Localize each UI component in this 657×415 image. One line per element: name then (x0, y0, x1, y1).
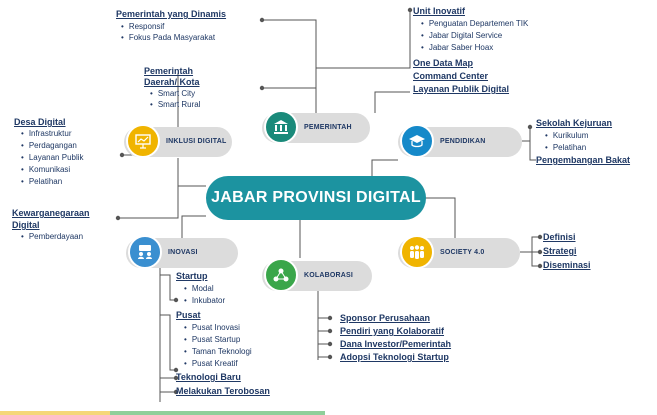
node-label: PEMERINTAH (304, 124, 352, 131)
government-building-icon (264, 110, 298, 144)
central-node: JABAR PROVINSI DIGITAL (206, 176, 426, 220)
node-inovasi: INOVASI (126, 235, 238, 269)
node-inklusi-digital: INKLUSI DIGITAL (124, 124, 232, 158)
node-label: KOLABORASI (304, 272, 354, 279)
pusat-title: Pusat (176, 310, 201, 320)
list-item: Responsif (121, 22, 165, 31)
list-item: Inkubator (184, 296, 225, 305)
node-label: INOVASI (168, 249, 198, 256)
link-dana-investor[interactable]: Dana Investor/Pemerintah (340, 339, 452, 349)
list-item: Pelatihan (545, 143, 586, 152)
list-item: Pusat Kreatif (184, 359, 238, 368)
list-item: Taman Teknologi (184, 347, 252, 356)
link-layanan-publik-digital[interactable]: Layanan Publik Digital (413, 84, 510, 94)
link-sponsor-perusahaan[interactable]: Sponsor Perusahaan (340, 313, 431, 323)
team-discussion-icon (128, 235, 162, 269)
list-item: Modal (184, 284, 214, 293)
list-item: Pelatihan (21, 177, 62, 186)
node-label: SOCIETY 4.0 (440, 249, 485, 256)
link-diseminasi[interactable]: Diseminasi (543, 260, 591, 270)
list-item: Penguatan Departemen TIK (421, 19, 528, 28)
collaboration-network-icon (264, 258, 298, 292)
link-melakukan-terobosan[interactable]: Melakukan Terobosan (176, 386, 270, 396)
graduation-cap-icon (400, 124, 434, 158)
node-label: PENDIDIKAN (440, 138, 486, 145)
list-item: Jabar Saber Hoax (421, 43, 493, 52)
list-item: Fokus Pada Masyarakat (121, 33, 215, 42)
unit-inovatif-title: Unit Inovatif (413, 6, 465, 16)
link-command-center[interactable]: Command Center (413, 71, 489, 81)
sekolah-kejuruan-title: Sekolah Kejuruan (536, 118, 613, 128)
startup-title: Startup (176, 271, 208, 281)
list-item: Pemberdayaan (21, 232, 83, 241)
link-teknologi-baru[interactable]: Teknologi Baru (176, 372, 241, 382)
link-strategi[interactable]: Strategi (543, 246, 577, 256)
footer-strip-yellow (0, 411, 110, 415)
pemerintah-daerah-title-line1: Pemerintah (144, 66, 194, 76)
kewarganegaraan-title-line2: Digital (12, 220, 40, 230)
node-label: INKLUSI DIGITAL (166, 138, 227, 145)
link-one-data-map[interactable]: One Data Map (413, 58, 474, 68)
list-item: Jabar Digital Service (421, 31, 502, 40)
desa-digital-title: Desa Digital (14, 117, 66, 127)
footer-strip-green (110, 411, 325, 415)
link-pendiri-kolaboratif[interactable]: Pendiri yang Kolaboratif (340, 326, 445, 336)
list-item: Smart City (150, 89, 195, 98)
pemerintah-daerah-title-line2: Daerah/ Kota (144, 77, 200, 87)
pengembangan-bakat-title: Pengembangan Bakat (536, 155, 631, 165)
list-item: Pusat Startup (184, 335, 240, 344)
people-group-icon (400, 235, 434, 269)
node-kolaborasi: KOLABORASI (262, 258, 372, 292)
node-society: SOCIETY 4.0 (398, 235, 520, 269)
list-item: Layanan Publik (21, 153, 84, 162)
list-item: Infrastruktur (21, 129, 72, 138)
list-item: Kurikulum (545, 131, 589, 140)
pemerintah-dinamis-title: Pemerintah yang Dinamis (116, 9, 227, 19)
node-pendidikan: PENDIDIKAN (398, 124, 522, 158)
list-item: Perdagangan (21, 141, 77, 150)
list-item: Komunikasi (21, 165, 70, 174)
link-definisi[interactable]: Definisi (543, 232, 576, 242)
kewarganegaraan-title-line1: Kewarganegaraan (12, 208, 90, 218)
footer-strip-blue (325, 411, 657, 415)
list-item: Smart Rural (150, 100, 201, 109)
presentation-icon (126, 124, 160, 158)
list-item: Pusat Inovasi (184, 323, 240, 332)
link-adopsi-teknologi[interactable]: Adopsi Teknologi Startup (340, 352, 449, 362)
node-pemerintah: PEMERINTAH (262, 110, 370, 144)
